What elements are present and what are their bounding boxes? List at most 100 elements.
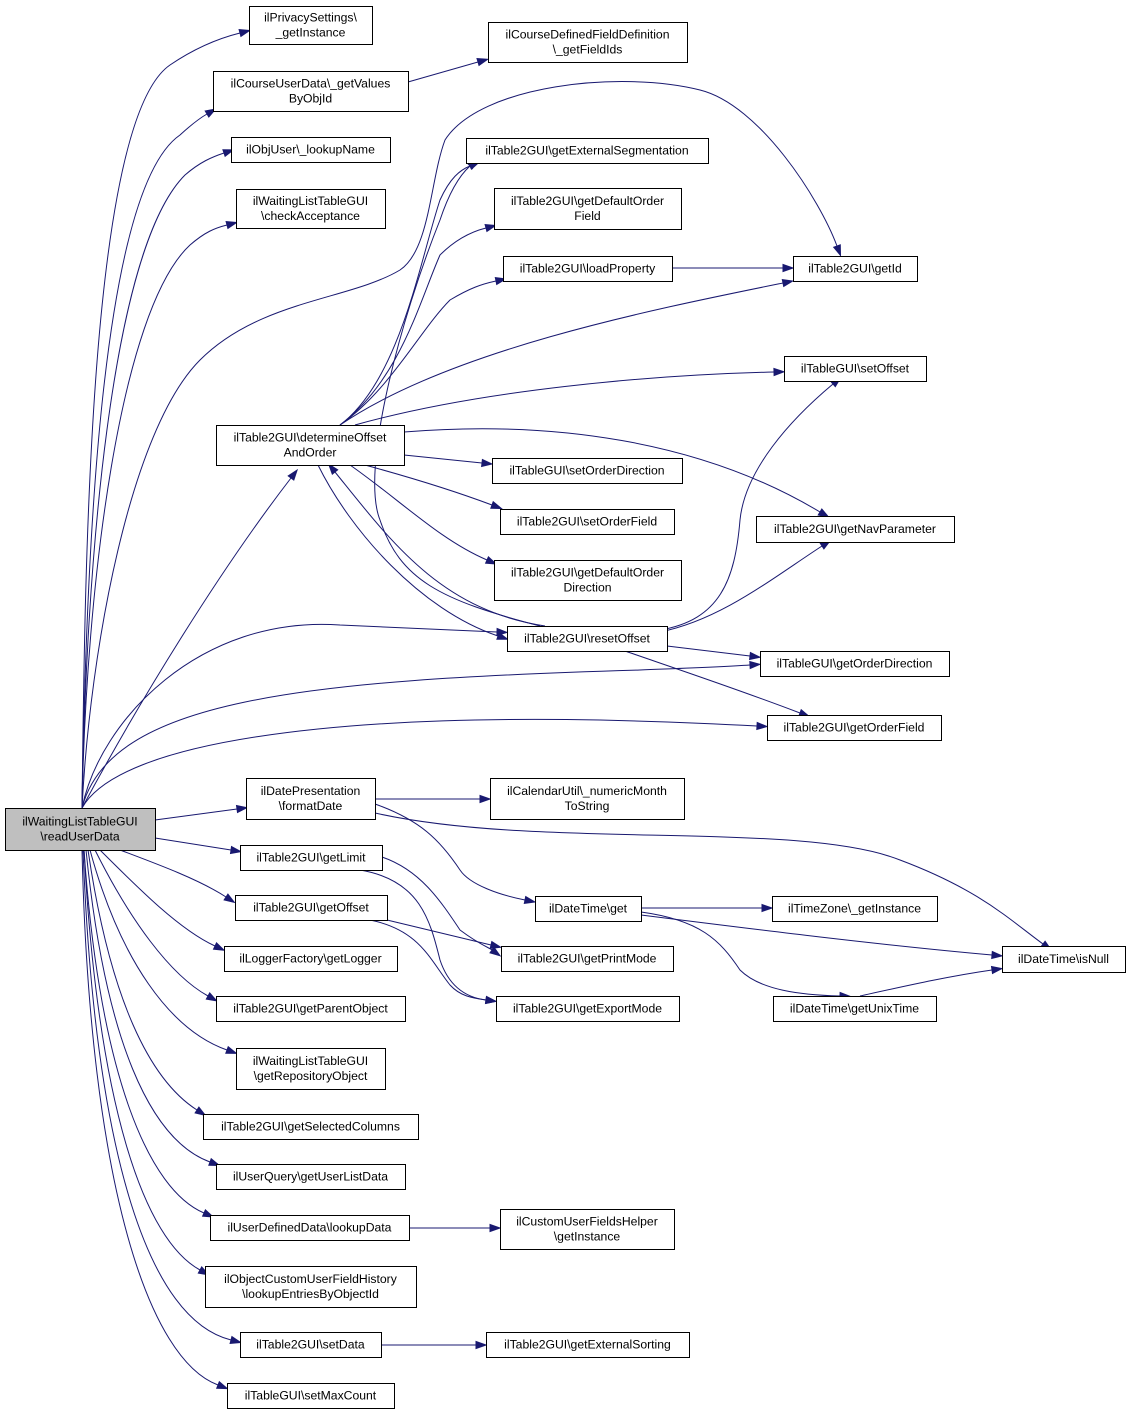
edge-dateTimeGet-to-isNull [640,914,1004,960]
node-history[interactable]: ilObjectCustomUserFieldHistory\lookupEnt… [205,1266,417,1308]
edge-root-to-repoObject [89,849,238,1054]
node-setData[interactable]: ilTable2GUI\setData [240,1332,382,1358]
edge-arrowhead [475,1340,488,1350]
edge-arrowhead [205,992,219,1002]
node-box [490,778,685,820]
node-checkAcceptance[interactable]: ilWaitingListTableGUI\checkAcceptance [236,189,386,229]
node-getId[interactable]: ilTable2GUI\getId [793,256,918,282]
node-label: ilTableGUI\getOrderDirection [777,657,933,671]
node-navParam[interactable]: ilTable2GUI\getNavParameter [756,516,955,543]
edge-line [339,227,487,426]
node-label: ilTable2GUI\determineOffset [234,431,387,445]
node-setOrderDir[interactable]: ilTableGUI\setOrderDirection [492,458,683,484]
edge-arrowhead [481,458,494,468]
edge-arrowhead [782,263,795,273]
node-getOrderField[interactable]: ilTable2GUI\getOrderField [767,715,942,741]
edge-line [349,464,488,561]
edge-arrowhead [484,224,498,233]
node-timeZone[interactable]: ilTimeZone\_getInstance [772,896,938,922]
edge-arrowhead [327,463,339,476]
edge-arrowhead [225,221,239,230]
edge-arrowhead [523,895,537,904]
edge-arrowhead [489,940,503,949]
edge-arrowhead [756,721,769,731]
node-loadProperty[interactable]: ilTable2GUI\loadProperty [503,256,673,282]
node-unixTime[interactable]: ilDateTime\getUnixTime [773,996,937,1022]
edge-line [381,856,493,951]
node-label: ilTable2GUI\loadProperty [520,262,656,276]
edge-getOffset-to-exportMode [369,919,498,1005]
node-setOrderField[interactable]: ilTable2GUI\setOrderField [500,509,675,535]
node-box [488,22,688,63]
node-label: ilTable2GUI\getSelectedColumns [221,1120,400,1134]
node-exportMode[interactable]: ilTable2GUI\getExportMode [496,996,680,1022]
node-box [535,896,642,922]
node-box [494,188,682,230]
node-label: ilTableGUI\setOrderDirection [509,464,664,478]
node-extSorting[interactable]: ilTable2GUI\getExternalSorting [486,1332,690,1358]
edge-line [81,718,758,809]
node-lookupData[interactable]: ilUserDefinedData\lookupData [210,1215,410,1241]
node-printMode[interactable]: ilTable2GUI\getPrintMode [501,946,674,972]
edge-line [354,371,775,426]
node-box [240,1332,382,1358]
node-dateTimeGet[interactable]: ilDateTime\get [535,896,642,922]
node-getLimit[interactable]: ilTable2GUI\getLimit [240,845,383,871]
node-isNull[interactable]: ilDateTime\isNull [1002,946,1126,973]
node-setOffset[interactable]: ilTableGUI\setOffset [784,356,927,382]
edge-line [85,849,211,1163]
node-label: ilCourseDefinedFieldDefinition [506,28,670,42]
node-setMaxCount[interactable]: ilTableGUI\setMaxCount [227,1383,395,1409]
node-repoObject[interactable]: ilWaitingListTableGUI\getRepositoryObjec… [236,1048,386,1090]
node-parentObject[interactable]: ilTable2GUI\getParentObject [216,996,406,1022]
edge-arrowhead [773,367,786,377]
edge-line [640,914,993,956]
edge-arrowhead [749,651,762,661]
edge-line [94,849,209,997]
edge-resetOffset-to-determine [327,463,546,627]
node-label: ilWaitingListTableGUI [22,815,137,829]
node-privacy[interactable]: ilPrivacySettings\_getInstance [249,6,373,45]
edge-arrowhead [496,631,509,640]
node-box [793,256,918,282]
node-userList[interactable]: ilUserQuery\getUserListData [216,1164,406,1190]
node-label: ilTable2GUI\getNavParameter [774,522,936,536]
node-formatDate[interactable]: ilDatePresentation\formatDate [246,778,376,820]
node-label: ilTimeZone\_getInstance [788,902,921,916]
node-lookupName[interactable]: ilObjUser\_lookupName [231,137,391,163]
node-label: ilObjUser\_lookupName [246,143,375,157]
edge-line [640,911,841,997]
node-getOffset[interactable]: ilTable2GUI\getOffset [235,895,388,921]
edge-getLimit-to-printMode [381,856,502,957]
node-box [224,946,398,972]
edge-dateTimeGet-to-timeZone [641,903,774,913]
node-label: ilTable2GUI\getId [808,262,902,276]
call-graph-nodes: ilWaitingListTableGUI\readUserData ilPriv… [5,6,1126,1409]
edge-determine-to-defOrderDir [349,464,498,565]
node-box [492,458,683,484]
edge-root-to-lookupData [83,849,215,1218]
node-label: ilDateTime\isNull [1018,952,1109,966]
edge-arrowhead [817,508,830,518]
node-root[interactable]: ilWaitingListTableGUI\readUserData [5,808,156,851]
node-getLogger[interactable]: ilLoggerFactory\getLogger [224,946,398,972]
edge-line [81,81,838,809]
node-selColumns[interactable]: ilTable2GUI\getSelectedColumns [203,1114,419,1140]
node-customFields[interactable]: ilCustomUserFieldsHelper\getInstance [500,1209,675,1250]
edge-line [154,808,238,821]
edge-arrowhead [476,58,490,67]
node-extSeg[interactable]: ilTable2GUI\getExternalSegmentation [466,138,709,164]
edge-line [339,282,784,426]
node-courseDefField[interactable]: ilCourseDefinedFieldDefinition\_getField… [488,22,688,63]
node-box [501,946,674,972]
node-resetOffset[interactable]: ilTable2GUI\resetOffset [507,626,668,652]
node-label: ilTable2GUI\getPrintMode [518,952,657,966]
edge-line [659,545,823,633]
node-getOrderDir[interactable]: ilTableGUI\getOrderDirection [760,651,950,677]
node-label: ilTable2GUI\getExportMode [513,1002,662,1016]
